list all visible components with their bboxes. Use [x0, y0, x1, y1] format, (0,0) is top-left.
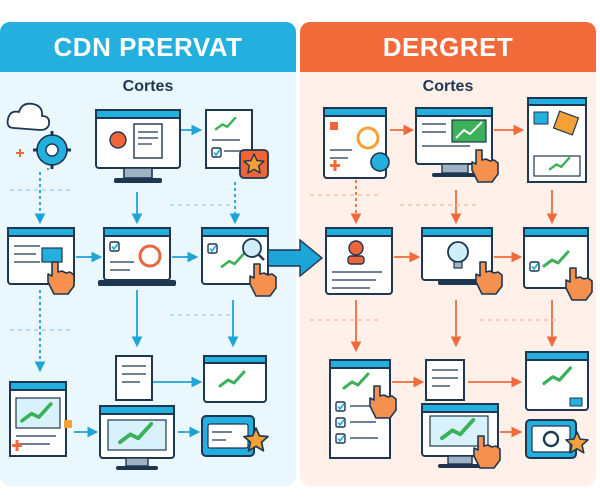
browser-window-icon: [325, 227, 393, 295]
browser-window-icon: [203, 355, 267, 403]
document-icon: [425, 359, 465, 401]
monitor-icon: [415, 107, 493, 177]
transition-arrow: [267, 238, 324, 278]
cloud-icon: [6, 102, 51, 131]
monitor-icon: [98, 227, 176, 286]
document-icon: [527, 97, 587, 183]
document-icon: [115, 355, 153, 401]
monitor-icon: [95, 109, 181, 183]
right-dash-decor: [310, 194, 560, 321]
star-badge-icon: [239, 149, 269, 179]
gear-icon: [33, 131, 71, 169]
browser-window-icon: [201, 227, 269, 285]
spark-decor: [16, 149, 24, 157]
monitor-icon: [99, 405, 175, 470]
lightbulb-icon: [447, 241, 469, 269]
plus-marker-icon: [12, 420, 72, 451]
left-panel-title: CDN PRERVAT: [0, 22, 296, 72]
left-dash-decor: [10, 189, 230, 331]
browser-window-icon: [323, 107, 390, 179]
user-icon: [347, 240, 365, 265]
right-arrows: [350, 124, 558, 438]
right-panel-subtitle: Cortes: [422, 78, 474, 95]
left-panel-subtitle: Cortes: [122, 78, 174, 95]
monitor-icon: [421, 227, 493, 285]
browser-window-icon: [525, 351, 589, 411]
right-panel-title: DERGRET: [300, 22, 596, 72]
document-icon: [9, 381, 67, 457]
card-icon: [525, 419, 577, 459]
